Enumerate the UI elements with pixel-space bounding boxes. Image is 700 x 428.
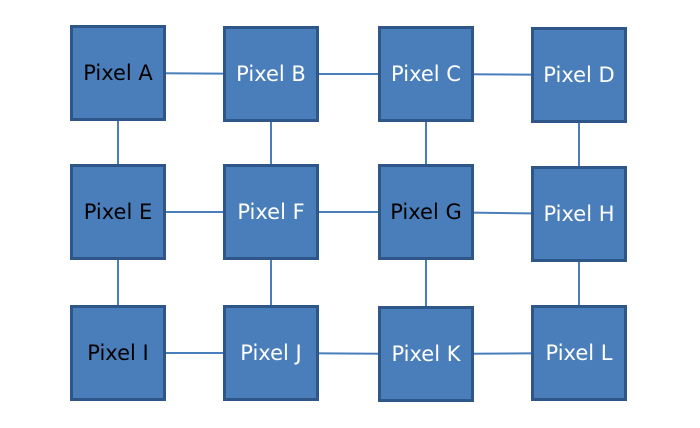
node-label: Pixel G <box>390 200 462 224</box>
node-pixel-a: Pixel A <box>70 25 166 121</box>
node-pixel-j: Pixel J <box>223 305 319 401</box>
node-pixel-b: Pixel B <box>223 26 319 122</box>
node-label: Pixel B <box>236 62 306 86</box>
node-pixel-g: Pixel G <box>378 164 474 260</box>
node-label: Pixel E <box>83 200 153 224</box>
node-pixel-d: Pixel D <box>531 27 627 123</box>
node-pixel-c: Pixel C <box>378 26 474 122</box>
node-label: Pixel L <box>545 341 613 365</box>
node-label: Pixel H <box>543 202 615 226</box>
node-label: Pixel J <box>240 341 302 365</box>
node-pixel-e: Pixel E <box>70 164 166 260</box>
node-label: Pixel F <box>237 200 305 224</box>
node-label: Pixel I <box>87 341 149 365</box>
node-label: Pixel C <box>391 62 461 86</box>
node-pixel-i: Pixel I <box>70 305 166 401</box>
node-label: Pixel D <box>543 63 615 87</box>
node-label: Pixel A <box>83 61 153 85</box>
node-pixel-h: Pixel H <box>531 166 627 262</box>
node-label: Pixel K <box>391 342 461 366</box>
node-pixel-f: Pixel F <box>223 164 319 260</box>
node-pixel-l: Pixel L <box>531 305 627 401</box>
node-pixel-k: Pixel K <box>378 306 474 402</box>
